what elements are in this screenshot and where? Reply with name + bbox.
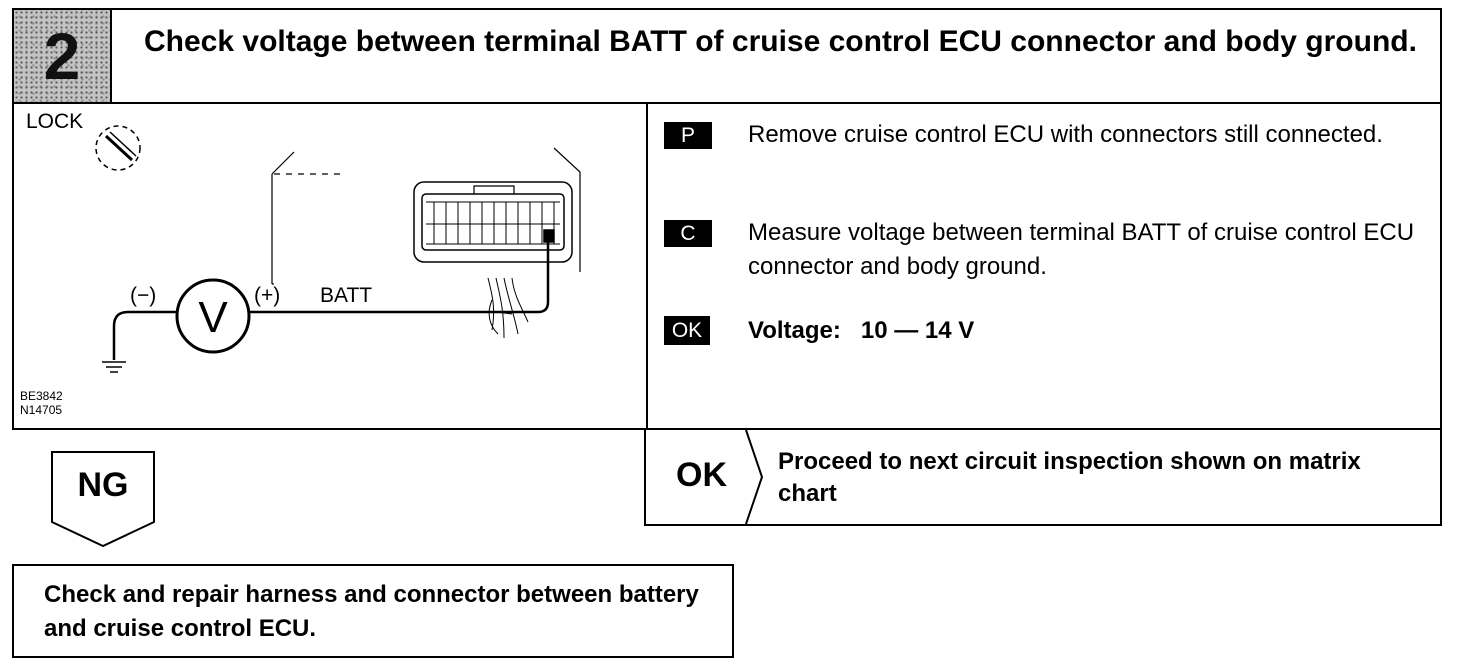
prepare-tag: P	[664, 122, 712, 149]
batt-terminal-label: BATT	[320, 284, 372, 307]
step-number: 2	[14, 10, 112, 102]
prepare-instruction: Remove cruise control ECU with connector…	[748, 121, 1383, 148]
wire-harness	[487, 277, 529, 339]
wiring-diagram-panel: LOCK	[12, 102, 648, 430]
ignition-key-icon	[95, 125, 141, 171]
plus-label: (+)	[254, 284, 280, 307]
ok-result-text: Proceed to next circuit inspection shown…	[778, 448, 1361, 507]
ng-arrow-icon	[51, 451, 155, 548]
check-instruction: Measure voltage between terminal BATT of…	[748, 219, 1415, 280]
wiring-diagram: LOCK	[20, 110, 581, 417]
step-header: 2 Check voltage between terminal BATT of…	[12, 8, 1442, 104]
instructions-panel: P Remove cruise control ECU with connect…	[646, 102, 1442, 430]
voltmeter-icon: V	[175, 278, 251, 354]
check-tag: C	[664, 220, 712, 247]
figure-code: BE3842	[20, 389, 63, 403]
ok-criteria: Voltage: 10 — 14 V	[748, 317, 975, 344]
cruise-control-ecu	[271, 147, 581, 285]
ground-symbol-icon	[102, 361, 126, 373]
repair-action-text: Check and repair harness and connector b…	[44, 581, 699, 642]
voltmeter-symbol: V	[198, 293, 228, 342]
ok-result-box: OK Proceed to next circuit inspection sh…	[644, 430, 1442, 526]
negative-test-lead	[112, 310, 176, 360]
ok-arrow-divider	[745, 430, 764, 524]
minus-label: (−)	[130, 284, 156, 307]
ok-result-label: OK	[676, 456, 727, 494]
repair-action-box: Check and repair harness and connector b…	[12, 564, 734, 658]
positive-test-lead	[250, 238, 550, 314]
step-title: Check voltage between terminal BATT of c…	[144, 25, 1417, 58]
figure-code: N14705	[20, 403, 62, 417]
ng-label: NG	[77, 466, 129, 504]
ok-criteria-tag: OK	[664, 316, 710, 345]
lock-label: LOCK	[26, 110, 83, 133]
